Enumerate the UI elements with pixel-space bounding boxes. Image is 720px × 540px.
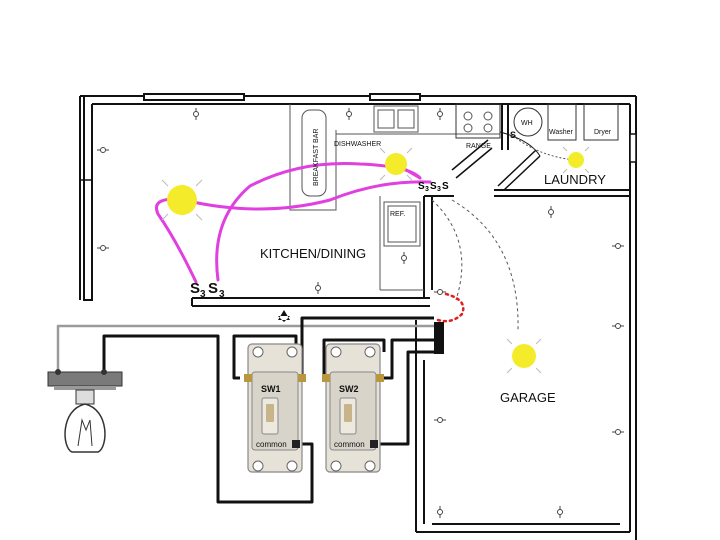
outlet — [612, 429, 624, 435]
outlet — [434, 417, 446, 423]
outlets — [97, 108, 624, 518]
washer-label: Washer — [549, 129, 574, 136]
refrigerator-label: REF. — [390, 211, 405, 218]
outlet — [434, 289, 446, 295]
plan-wiring — [155, 162, 432, 284]
switch-name: SW1 — [261, 384, 281, 394]
door-switches: S S 3 S 3 S — [418, 130, 516, 193]
outlet — [612, 243, 624, 249]
arrow-icon — [278, 310, 290, 322]
switch-symbol: S — [418, 181, 425, 192]
switch-subscript: 3 — [425, 186, 429, 193]
switch-symbol: S — [430, 181, 437, 192]
laundry-light-icon — [562, 146, 590, 174]
range-label: RANGE — [466, 143, 491, 150]
red-dotted-wire — [436, 292, 465, 323]
outlet — [437, 506, 443, 518]
light-fixtures — [161, 146, 590, 374]
dryer-label: Dryer — [594, 129, 612, 136]
floor-plan-walls — [79, 93, 637, 540]
dishwasher-label: DISHWASHER — [334, 141, 381, 148]
switch-common-label: common — [256, 440, 287, 449]
breakfast-bar-label: BREAKFAST BAR — [313, 129, 320, 186]
kitchen-light-center-icon — [379, 147, 413, 181]
outlet — [548, 206, 554, 218]
switch-name: SW2 — [339, 384, 359, 394]
kitchen-switches: S 3 S 3 — [190, 280, 225, 300]
switch-symbol: S — [208, 280, 218, 297]
light-bulb-icon — [47, 369, 123, 453]
switch-subscript: 3 — [437, 186, 441, 193]
cabinetry — [289, 103, 619, 291]
kitchen-light-left-icon — [161, 179, 203, 221]
switch-sw1[interactable]: SW1 common — [244, 343, 306, 473]
outlet — [557, 506, 563, 518]
outlet — [193, 108, 199, 120]
garage-wall-box — [434, 322, 444, 354]
outlet — [401, 252, 407, 264]
outlet — [612, 323, 624, 329]
switch-subscript: 3 — [219, 289, 225, 300]
outlet — [97, 147, 109, 153]
kitchen-label: KITCHEN/DINING — [260, 246, 366, 261]
outlet — [97, 245, 109, 251]
outlet — [315, 282, 321, 294]
switch-symbol: S — [190, 280, 200, 297]
switch-symbol: S — [442, 181, 449, 192]
switch-common-label: common — [334, 440, 365, 449]
switch-sw2[interactable]: SW2 common — [322, 343, 384, 473]
garage-label: GARAGE — [500, 390, 556, 405]
laundry-label: LAUNDRY — [544, 172, 606, 187]
switch-symbol: S — [510, 130, 516, 140]
switch-subscript: 3 — [200, 289, 206, 300]
outlet — [437, 108, 443, 120]
water-heater-label: WH — [521, 120, 533, 127]
outlet — [346, 108, 352, 120]
garage-light-icon — [506, 338, 542, 374]
